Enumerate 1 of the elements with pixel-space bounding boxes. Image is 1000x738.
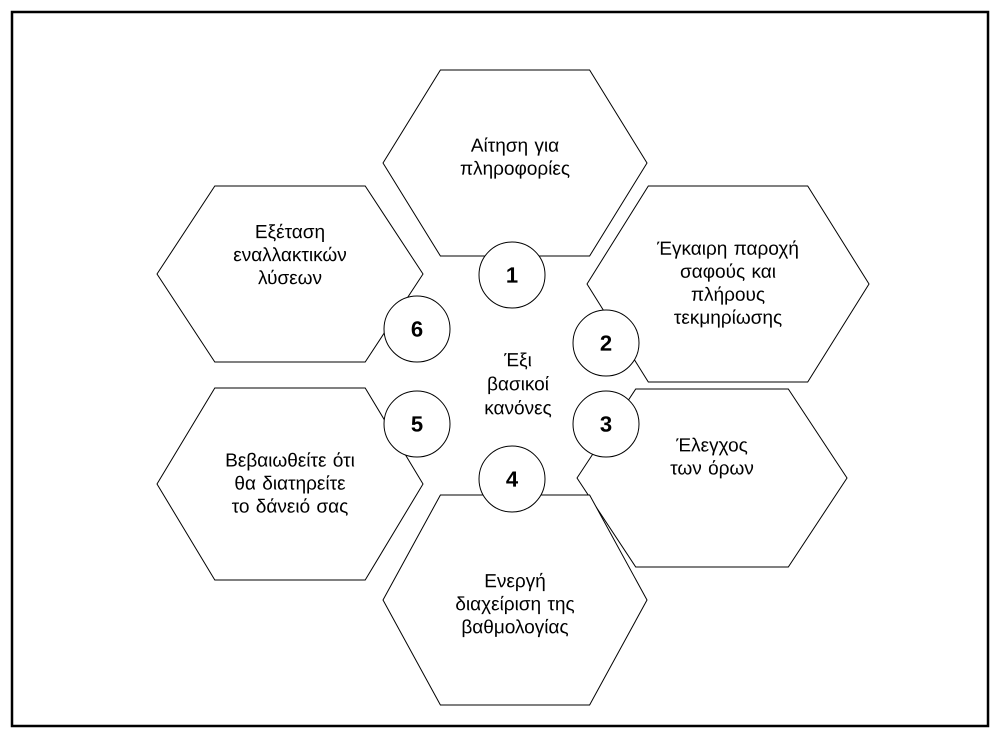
center-title: Έξι βασικοί κανόνες: [486, 352, 552, 418]
